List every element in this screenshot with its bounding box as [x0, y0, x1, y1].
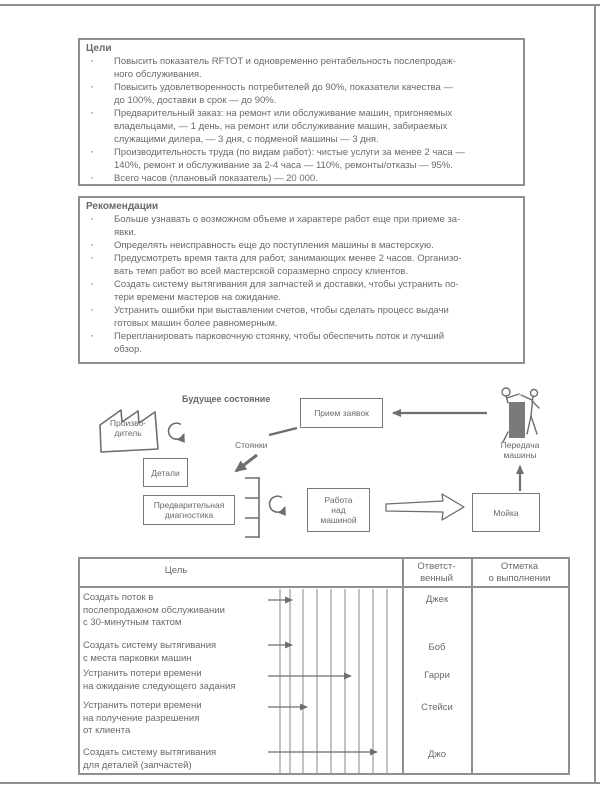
header-responsible: Ответст-венный [417, 561, 456, 584]
bullet-marker: · [90, 250, 94, 264]
bullet-item: · Повысить удовлетворенность потребителей… [86, 79, 517, 107]
page-border-top [0, 4, 600, 6]
recommendations-title: Рекомендации [86, 201, 159, 212]
bullet-text: Всего часов (плановый показатель) — 20 0… [114, 173, 318, 184]
handover-people-icon [501, 387, 540, 443]
bullet-marker: · [90, 53, 94, 67]
parking-to-rack-arrow [234, 453, 258, 473]
page-border-right [594, 4, 596, 784]
bullet-marker: · [90, 105, 94, 119]
table-column-divider-2 [471, 559, 473, 773]
responsible-cell: Джек [425, 594, 449, 605]
bullet-text: Предварительный заказ: на ремонт или обс… [114, 108, 453, 145]
bullet-item: · Больше узнавать о возможном объеме и ха… [86, 211, 517, 239]
bullet-text: Перепланировать парковочную стоянку, что… [114, 331, 445, 355]
table-header-divider [80, 586, 568, 588]
responsible-cell: Боб [428, 642, 446, 653]
parking-label: Стоянки [235, 440, 268, 450]
header-goal: Цель [164, 565, 188, 576]
goals-list: · Повысить показатель RFTOT и одновременн… [86, 53, 517, 185]
parts-box: Детали [143, 458, 188, 487]
bullet-marker: · [90, 211, 94, 225]
recommendations-list: · Больше узнавать о возможном объеме и ха… [86, 211, 517, 356]
bullet-marker: · [90, 170, 94, 184]
recommendations-box: Рекомендации · Больше узнавать о возможно… [78, 196, 525, 364]
bullet-item: · Предусмотреть время такта для работ, за… [86, 250, 517, 278]
responsible-cell: Джо [427, 749, 447, 760]
bullet-text: Устранить ошибки при выставлении счетов,… [114, 305, 449, 329]
bullet-item: · Всего часов (плановый показатель) — 20 … [86, 170, 517, 185]
bullet-text: Определять неисправность еще до поступле… [114, 240, 434, 251]
bullet-item: · Перепланировать парковочную стоянку, чт… [86, 328, 517, 356]
producer-label: Произво-дитель [109, 418, 147, 438]
responsible-cell: Стейси [421, 702, 453, 713]
intake-parking-connector [268, 426, 298, 437]
bullet-item: · Определять неисправность еще до поступл… [86, 237, 517, 252]
bullet-marker: · [90, 302, 94, 316]
bullet-text: Повысить удовлетворенность потребителей … [114, 82, 453, 106]
bullet-marker: · [90, 237, 94, 251]
bullet-text: Производительность труда (по видам работ… [114, 147, 465, 171]
bullet-text: Создать систему вытягивания для запчасте… [114, 279, 459, 303]
gantt-grid [268, 589, 388, 773]
responsible-cell: Гарри [424, 670, 450, 681]
bullet-text: Повысить показатель RFTOT и одновременно… [114, 56, 456, 80]
bullet-text: Больше узнавать о возможном объеме и хар… [114, 214, 461, 238]
bullet-marker: · [90, 328, 94, 342]
wash-box: Мойка [472, 493, 540, 532]
page-border-bottom [0, 782, 600, 784]
loop-arrow-icon-2 [268, 495, 286, 516]
bullet-item: · Производительность труда (по видам рабо… [86, 144, 517, 172]
bullet-item: · Предварительный заказ: на ремонт или об… [86, 105, 517, 146]
bullet-item: · Повысить показатель RFTOT и одновременн… [86, 53, 517, 81]
bullet-text: Предусмотреть время такта для работ, зан… [114, 253, 462, 277]
intake-box: Прием заявок [300, 398, 383, 428]
bullet-marker: · [90, 276, 94, 290]
goals-box: Цели · Повысить показатель RFTOT и одновр… [78, 38, 525, 186]
parking-rack-icon [245, 477, 260, 538]
work-to-wash-arrow [385, 493, 465, 521]
diagram-title: Будущее состояние [182, 394, 271, 404]
bullet-marker: · [90, 144, 94, 158]
table-column-divider-1 [402, 559, 404, 773]
loop-arrow-icon [167, 422, 185, 443]
bullet-marker: · [90, 79, 94, 93]
bullet-item: · Создать систему вытягивания для запчаст… [86, 276, 517, 304]
goals-title: Цели [86, 43, 112, 54]
bullet-item: · Устранить ошибки при выставлении счетов… [86, 302, 517, 330]
factory-icon [99, 409, 159, 453]
